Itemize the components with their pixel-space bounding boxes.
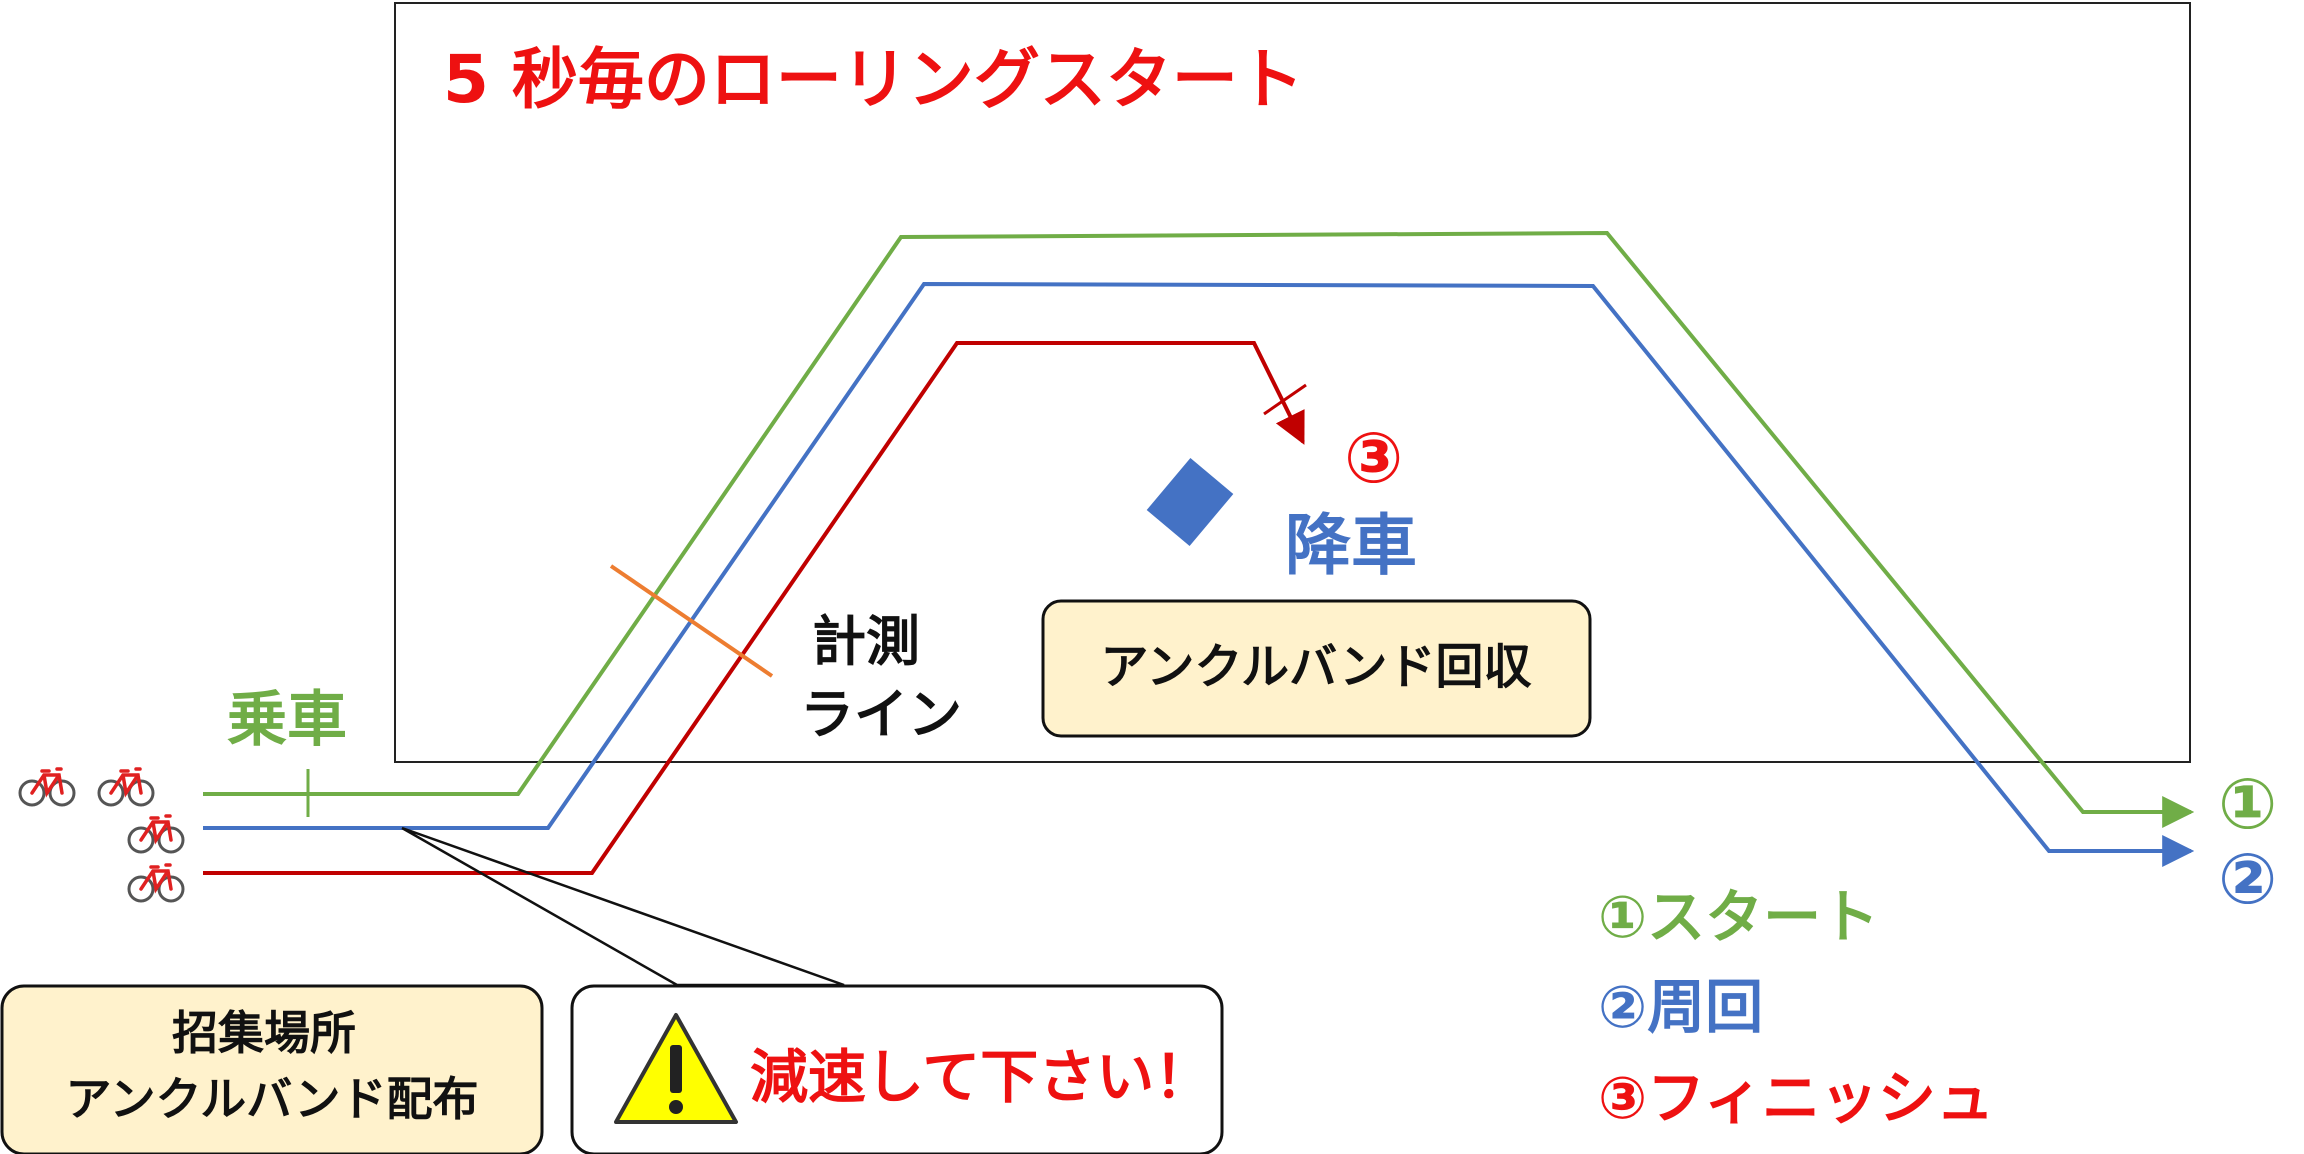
anklet-collect-label: アンクルバンド回収 [1100, 639, 1531, 695]
finish-route-line [203, 341, 1305, 875]
dismount-label: 降車 [1285, 507, 1417, 584]
gathering-label-line1: 招集場所 [172, 1006, 356, 1060]
legend-marker-lap: ② [1598, 973, 1647, 1041]
gathering-label-line2: アンクルバンド配布 [65, 1072, 478, 1126]
callout-pointer [401, 826, 845, 987]
gathering-box [0, 984, 544, 1154]
legend-label-lap: 周回 [1647, 973, 1763, 1041]
bicycle-icon [127, 814, 185, 854]
course-area-frame [394, 2, 2191, 763]
warning-triangle-icon [614, 1013, 738, 1124]
boarding-label: 乗車 [227, 685, 347, 755]
legend: ①スタート ②周回 ③フィニッシュ [1598, 883, 1994, 1132]
anklet-collect-box [1041, 599, 1592, 738]
timing-line [609, 564, 774, 678]
gathering-label: 招集場所 アンクルバンド配布 [65, 1006, 478, 1126]
page-title: 5 秒毎のローリングスタート [443, 41, 1304, 118]
start-route-line [203, 230, 2195, 828]
legend-label-finish: フィニッシュ [1647, 1064, 1994, 1132]
timing-line-label: 計測 ライン [800, 610, 962, 746]
timing-line-label-line1: 計測 [812, 610, 920, 673]
lap-end-marker: ② [2218, 838, 2277, 920]
legend-item-finish: ③フィニッシュ [1598, 1064, 1994, 1132]
bicycle-icon [18, 767, 76, 807]
dismount-marker-icon [1146, 457, 1234, 547]
bicycle-icon [127, 863, 185, 903]
legend-item-lap: ②周回 [1598, 973, 1763, 1041]
dismount-number: ③ [1344, 417, 1403, 499]
warning-text: 減速して下さい！ [750, 1043, 1212, 1111]
timing-line-label-line2: ライン [800, 683, 962, 746]
start-end-marker: ① [2218, 763, 2277, 845]
legend-label-start: スタート [1647, 883, 1879, 951]
warning-box [570, 984, 1224, 1154]
lap-route-line [203, 281, 2195, 867]
bicycle-icon [97, 767, 155, 807]
legend-item-start: ①スタート [1598, 883, 1879, 951]
legend-marker-finish: ③ [1598, 1064, 1647, 1132]
finish-line-marker [1263, 383, 1307, 416]
legend-marker-start: ① [1598, 883, 1647, 951]
